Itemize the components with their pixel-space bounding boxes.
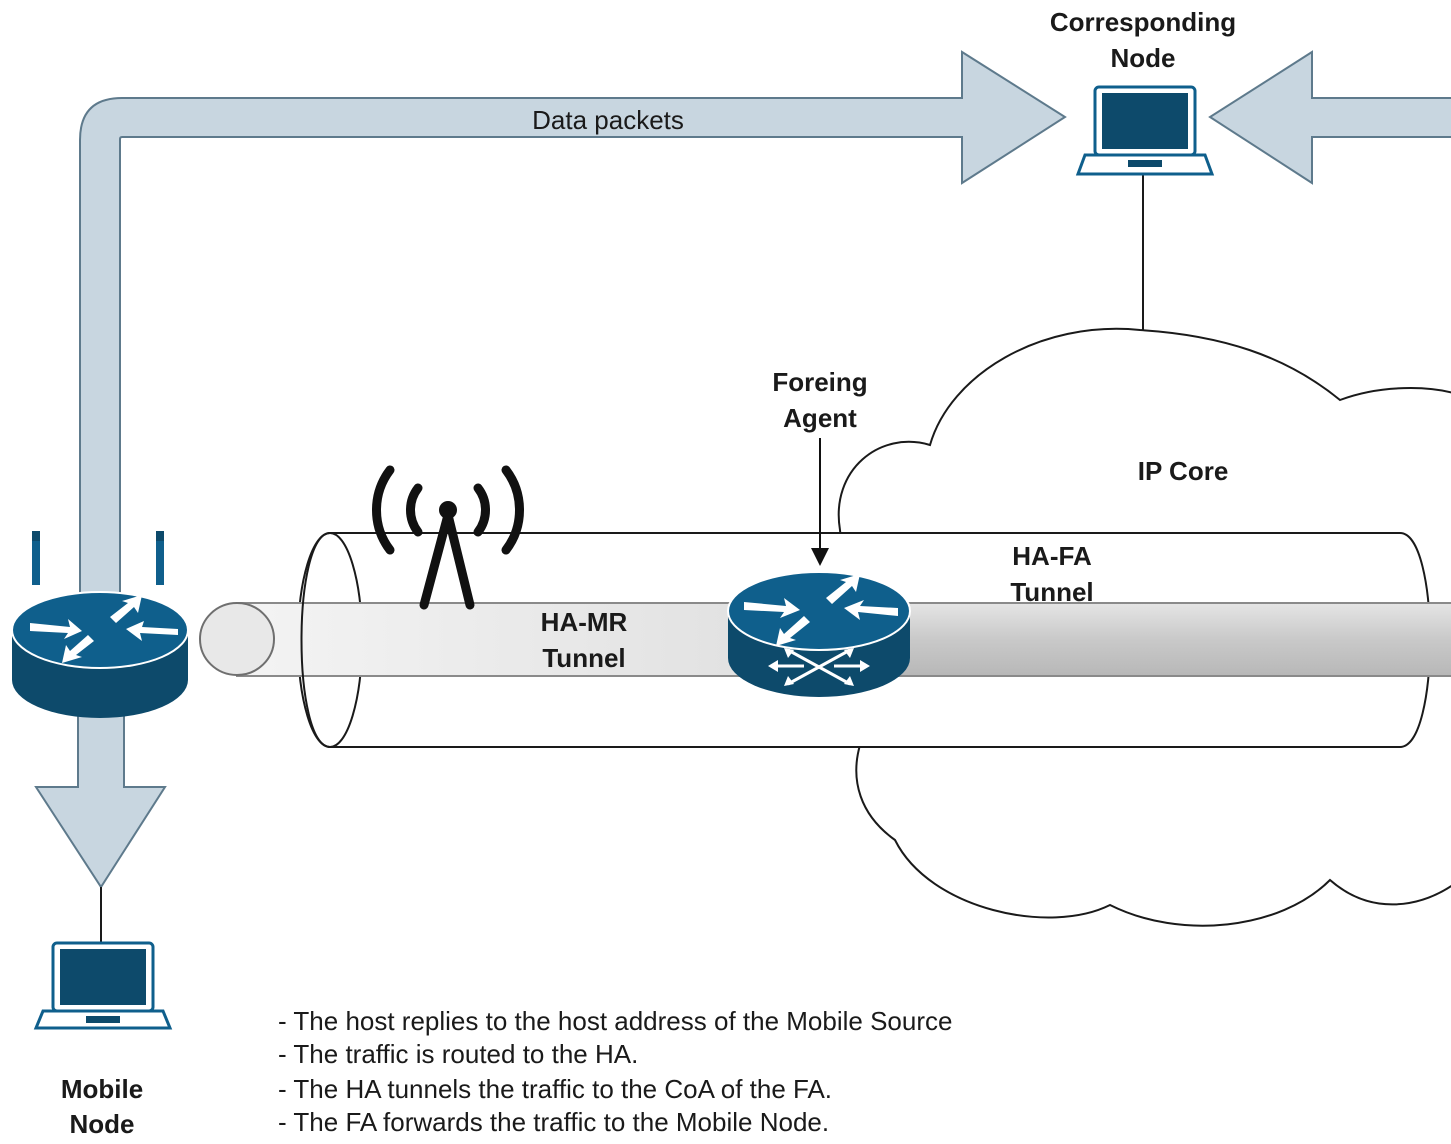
corresponding-node-label: Corresponding: [1050, 7, 1236, 37]
foreign-agent-label: Foreing: [772, 367, 867, 397]
router-icon: [727, 571, 911, 697]
foreign-agent-pointer: [811, 438, 829, 566]
antenna-icon: [372, 465, 524, 610]
ha-fa-tunnel-label: HA-FA: [1012, 541, 1092, 571]
ip-core-label: IP Core: [1138, 456, 1229, 486]
ha-fa-tunnel-label: Tunnel: [1010, 577, 1093, 607]
note-line: - The traffic is routed to the HA.: [278, 1039, 638, 1069]
mobile-node-label: Mobile: [61, 1074, 143, 1104]
note-line: - The FA forwards the traffic to the Mob…: [278, 1107, 829, 1137]
foreign-agent-label: Agent: [783, 403, 857, 433]
note-line: - The HA tunnels the traffic to the CoA …: [278, 1074, 832, 1104]
corresponding-node-label: Node: [1111, 43, 1176, 73]
data-packets-arrow: [79, 50, 1067, 601]
mobile-node-label: Node: [70, 1109, 135, 1139]
ha-mr-tunnel-label: Tunnel: [542, 643, 625, 673]
laptop-icon: [33, 941, 173, 1030]
laptop-icon: [1075, 85, 1215, 176]
ha-mr-tunnel-label: HA-MR: [541, 607, 628, 637]
data-packets-label: Data packets: [532, 105, 684, 135]
incoming-arrow: [1208, 50, 1451, 185]
note-line: - The host replies to the host address o…: [278, 1006, 952, 1036]
down-arrow: [34, 689, 167, 945]
router-icon: [11, 531, 189, 718]
